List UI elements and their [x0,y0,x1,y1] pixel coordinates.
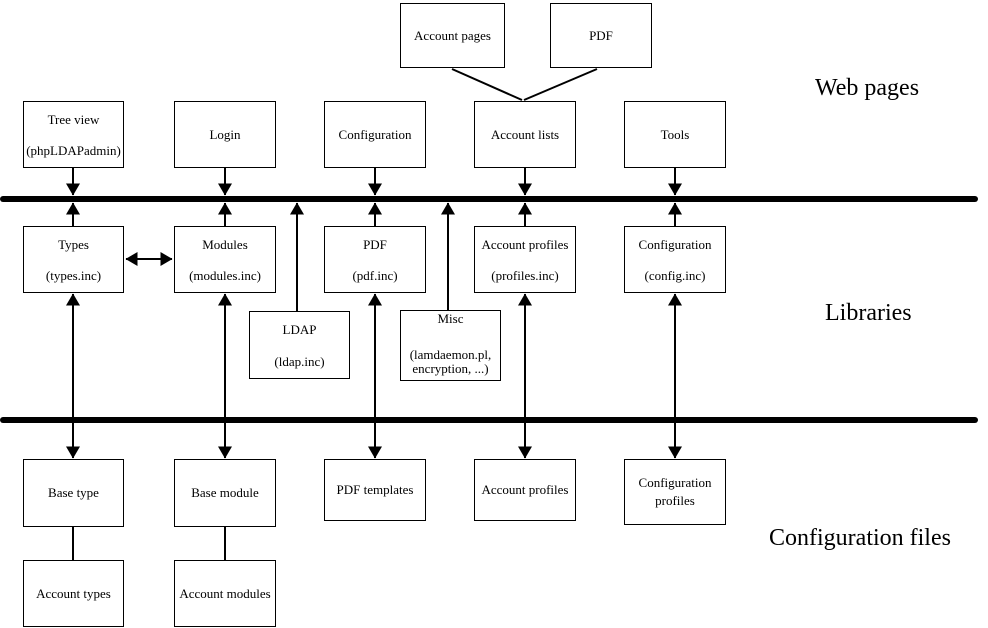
node-misc: Misc (lamdaemon.pl, encryption, ...) [400,310,501,381]
node-modules: Modules (modules.inc) [174,226,276,293]
node-ldap: LDAP (ldap.inc) [249,311,350,379]
node-sublabel: (lamdaemon.pl, encryption, ...) [409,347,492,376]
node-label: Configuration [338,126,412,142]
node-tools: Tools [624,101,726,168]
node-account-lists: Account lists [474,101,576,168]
node-sublabel: (types.inc) [45,268,102,283]
node-pdf-templates: PDF templates [324,459,426,521]
node-configuration-page: Configuration [324,101,426,168]
node-account-types: Account types [23,560,124,627]
node-sublabel: (ldap.inc) [274,354,325,369]
layer-label-web-pages: Web pages [815,75,920,101]
node-label: Tree view [47,112,100,127]
node-pdf-page: PDF [550,3,652,68]
node-sublabel: (pdf.inc) [352,268,398,283]
node-sublabel: (phpLDAPadmin) [26,143,121,158]
layer-label-configuration-files: Configuration files [769,525,951,551]
node-account-profiles-lib: Account profiles (profiles.inc) [474,226,576,293]
node-base-module: Base module [174,459,276,527]
node-configuration-lib: Configuration (config.inc) [624,226,726,293]
connector-pdf-to-account-lists [523,68,598,101]
layer-label-libraries: Libraries [825,300,912,326]
node-account-pages: Account pages [400,3,505,68]
node-label: PDF [589,27,613,43]
node-label: PDF [363,237,387,252]
node-sublabel: (profiles.inc) [491,268,559,283]
node-account-profiles-file: Account profiles [474,459,576,521]
node-configuration-profiles: Configuration profiles [624,459,726,525]
node-login: Login [174,101,276,168]
node-label: Account profiles [481,482,569,497]
node-label: Misc [437,311,464,326]
node-label: Base module [191,485,259,500]
node-pdf-lib: PDF (pdf.inc) [324,226,426,293]
node-label: Base type [48,485,99,500]
node-label: LDAP [282,322,317,337]
node-account-modules: Account modules [174,560,276,627]
node-label: Configuration profiles [638,475,712,508]
node-label: Types [58,237,89,252]
node-label: Account types [36,585,111,601]
node-sublabel: (modules.inc) [189,268,261,283]
node-label: Configuration [638,237,712,252]
node-label: Account pages [414,27,491,43]
node-sublabel: (config.inc) [644,268,706,283]
node-tree-view: Tree view (phpLDAPadmin) [23,101,124,168]
connector-account-pages-to-account-lists [451,68,523,101]
node-label: PDF templates [336,482,414,497]
node-types: Types (types.inc) [23,226,124,293]
node-label: Account lists [490,126,560,142]
node-base-type: Base type [23,459,124,527]
node-label: Tools [660,126,690,142]
node-label: Account profiles [481,237,569,252]
node-label: Account modules [179,585,271,601]
node-label: Modules [202,237,248,252]
node-label: Login [209,126,241,142]
